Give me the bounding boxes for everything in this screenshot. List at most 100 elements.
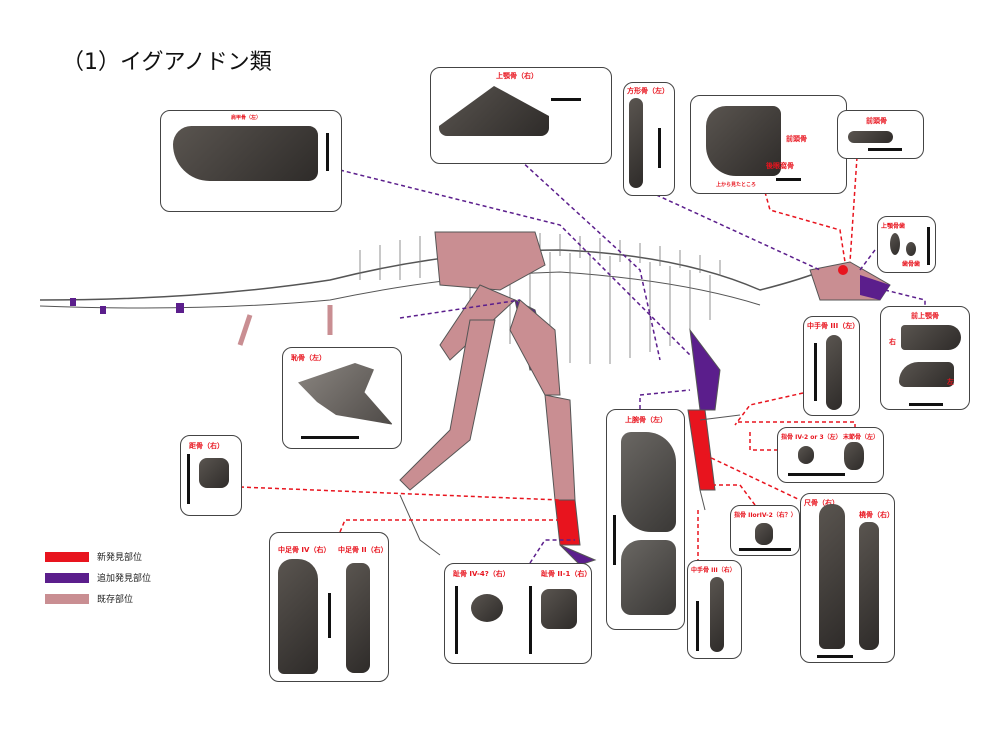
scale-bar [868, 148, 902, 151]
label-top-view: 上から見たところ [716, 182, 757, 188]
photo-box-astragalus: 距骨（右） [180, 435, 242, 516]
scale-bar [909, 403, 943, 406]
legend-swatch [45, 593, 89, 604]
legend-label: 追加発見部位 [97, 574, 152, 584]
fossil-photo [819, 504, 845, 649]
scale-bar [788, 473, 845, 476]
legend-swatch [45, 551, 89, 562]
photo-box-frontal: 前頭骨 [837, 110, 924, 159]
label-premaxilla: 前上顎骨 [911, 312, 939, 320]
photo-box-phalanx-ungual: 指骨 IV-2 or 3（左） 末節骨（左） [777, 427, 884, 483]
fossil-photo [755, 523, 773, 545]
label-phalanx-iv: 指骨 IV-2 or 3（左） [781, 434, 842, 441]
photo-box-mc3-left: 中手骨 III（左） [803, 316, 860, 416]
label-right: 右 [889, 338, 896, 346]
scale-bar [814, 343, 817, 401]
fossil-photo [906, 242, 916, 256]
fossil-photo [278, 559, 318, 674]
scale-bar [739, 548, 791, 551]
premaxilla-added [860, 275, 890, 300]
legend-label: 既存部位 [97, 595, 134, 605]
photo-box-ulna-radius: 尺骨（右） 橈骨（右） [800, 493, 895, 663]
photo-box-scapula: 肩甲骨（左） [160, 110, 342, 212]
scale-bar [776, 178, 801, 181]
fossil-photo [899, 362, 954, 387]
label-quadrate: 方形骨（左） [627, 87, 669, 95]
fossil-photo [710, 577, 724, 652]
fossil-photo [848, 131, 893, 143]
fossil-photo [859, 522, 879, 650]
photo-box-frontal-postorbital: 前頭骨 後眼窩骨 上から見たところ [690, 95, 847, 194]
label-toe-iv: 趾骨 IV-4?（右） [453, 570, 510, 578]
label-mt4: 中足骨 IV（右） [278, 546, 331, 554]
legend-label: 新発見部位 [97, 553, 143, 563]
fossil-photo [173, 126, 318, 181]
frontal-new [838, 265, 848, 275]
label-left: 左 [947, 378, 954, 386]
label-radius: 橈骨（右） [859, 511, 894, 519]
photo-box-phalanx-ii-iv: 指骨 IIorIV-2（右？） [730, 505, 800, 556]
scale-bar [696, 601, 699, 651]
label-ungual: 末節骨（左） [843, 434, 880, 441]
legend-item-added: 追加発見部位 [45, 571, 151, 584]
ilium-existing [434, 231, 546, 291]
legend-item-new: 新発見部位 [45, 550, 151, 563]
label-toe-ii: 趾骨 II-1（右） [541, 570, 592, 578]
label-mt2: 中足骨 II（右） [338, 546, 388, 554]
scale-bar [551, 98, 581, 101]
fossil-photo [471, 594, 503, 622]
photo-box-mc3-right: 中手骨 III（右） [687, 560, 742, 659]
label-postorbital: 後眼窩骨 [766, 162, 794, 170]
scale-bar [455, 586, 458, 654]
fossil-photo [621, 540, 676, 615]
fossil-photo [346, 563, 370, 673]
label-frontal-b: 前頭骨 [866, 117, 887, 125]
fossil-photo [798, 446, 814, 464]
fossil-photo [298, 363, 393, 425]
label-scapula: 肩甲骨（左） [231, 115, 262, 121]
tibia-existing [544, 394, 576, 501]
page-title: （1）イグアノドン類 [62, 50, 272, 75]
photo-box-premaxilla: 前上顎骨 右 左 [880, 306, 970, 410]
label-mc3-left: 中手骨 III（左） [807, 322, 860, 330]
label-maxillary-tooth: 上顎骨歯 [881, 223, 906, 230]
toe-added [559, 544, 597, 566]
legend: 新発見部位 追加発見部位 既存部位 [45, 550, 151, 613]
metatarsal-new [554, 499, 581, 546]
scale-bar [187, 454, 190, 504]
fossil-photo [629, 98, 643, 188]
scale-bar [326, 133, 329, 171]
label-astragalus: 距骨（右） [189, 442, 224, 450]
label-phalanx-ii-iv: 指骨 IIorIV-2（右？） [734, 512, 797, 519]
fossil-photo [199, 458, 229, 488]
scale-bar [658, 128, 661, 168]
label-mc3-right: 中手骨 III（右） [691, 567, 736, 574]
fossil-photo [706, 106, 781, 176]
photo-box-maxilla: 上顎骨（右） [430, 67, 612, 164]
label-dentary-tooth: 歯骨歯 [902, 261, 921, 268]
photo-box-teeth: 上顎骨歯 歯骨歯 [877, 216, 936, 273]
legend-swatch [45, 572, 89, 583]
forearm-new [687, 409, 716, 491]
fossil-photo [890, 233, 900, 255]
label-ulna: 尺骨（右） [804, 499, 839, 507]
scale-bar [817, 655, 853, 658]
fossil-photo [901, 325, 961, 350]
label-maxilla: 上顎骨（右） [496, 72, 538, 80]
label-pubis: 恥骨（左） [291, 354, 326, 362]
scale-bar [328, 593, 331, 638]
scale-bar [301, 436, 359, 439]
fossil-photo [844, 442, 864, 470]
photo-box-metatarsals: 中足骨 IV（右） 中足骨 II（右） [269, 532, 389, 682]
fossil-photo [541, 589, 577, 629]
label-humerus: 上腕骨（左） [625, 416, 667, 424]
photo-box-humerus: 上腕骨（左） [606, 409, 685, 630]
photo-box-quadrate: 方形骨（左） [623, 82, 675, 196]
femur-existing [509, 299, 561, 396]
scale-bar [927, 227, 930, 265]
photo-box-pubis: 恥骨（左） [282, 347, 402, 449]
photo-box-toe-phalanges: 趾骨 IV-4?（右） 趾骨 II-1（右） [444, 563, 592, 664]
fossil-photo [826, 335, 842, 410]
